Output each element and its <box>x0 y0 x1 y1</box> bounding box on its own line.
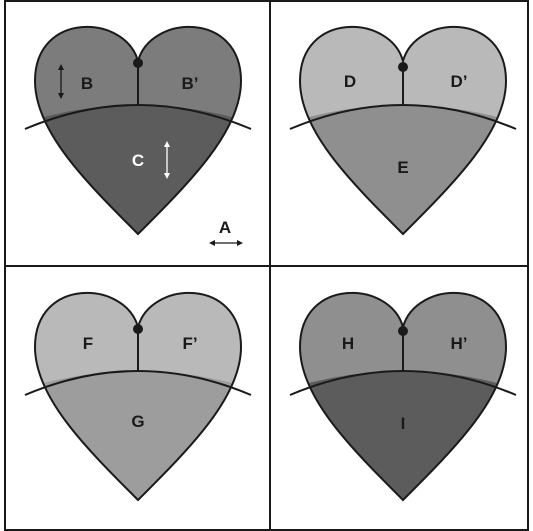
upper-left-label: F <box>83 334 93 353</box>
upper-left-label: D <box>344 72 356 91</box>
corner-label: A <box>219 218 231 237</box>
horizontal-arrow <box>209 240 243 246</box>
upper-right-label: D’ <box>451 72 468 91</box>
upper-left-label: H <box>342 334 354 353</box>
lower-label: I <box>401 414 406 433</box>
heart-panel-1: B B’ C A <box>5 1 271 267</box>
junction-dot <box>398 326 408 336</box>
upper-right-label: F’ <box>182 334 197 353</box>
lower-label: G <box>131 412 144 431</box>
upper-right-label: B’ <box>182 74 199 93</box>
lower-label: E <box>397 158 408 177</box>
junction-dot <box>133 58 143 68</box>
heart-panel-3: F F’ G <box>5 267 271 531</box>
heart-lower-region <box>270 105 533 267</box>
upper-left-label: B <box>81 74 93 93</box>
heart-lower-region <box>5 371 271 531</box>
junction-dot <box>398 62 408 72</box>
upper-right-label: H’ <box>451 334 468 353</box>
heart-panel-4: H H’ I <box>270 267 533 531</box>
heart-lower-region <box>270 371 533 531</box>
heart-panel-2: D D’ E <box>270 1 533 267</box>
lower-label: C <box>132 151 144 170</box>
junction-dot <box>133 324 143 334</box>
